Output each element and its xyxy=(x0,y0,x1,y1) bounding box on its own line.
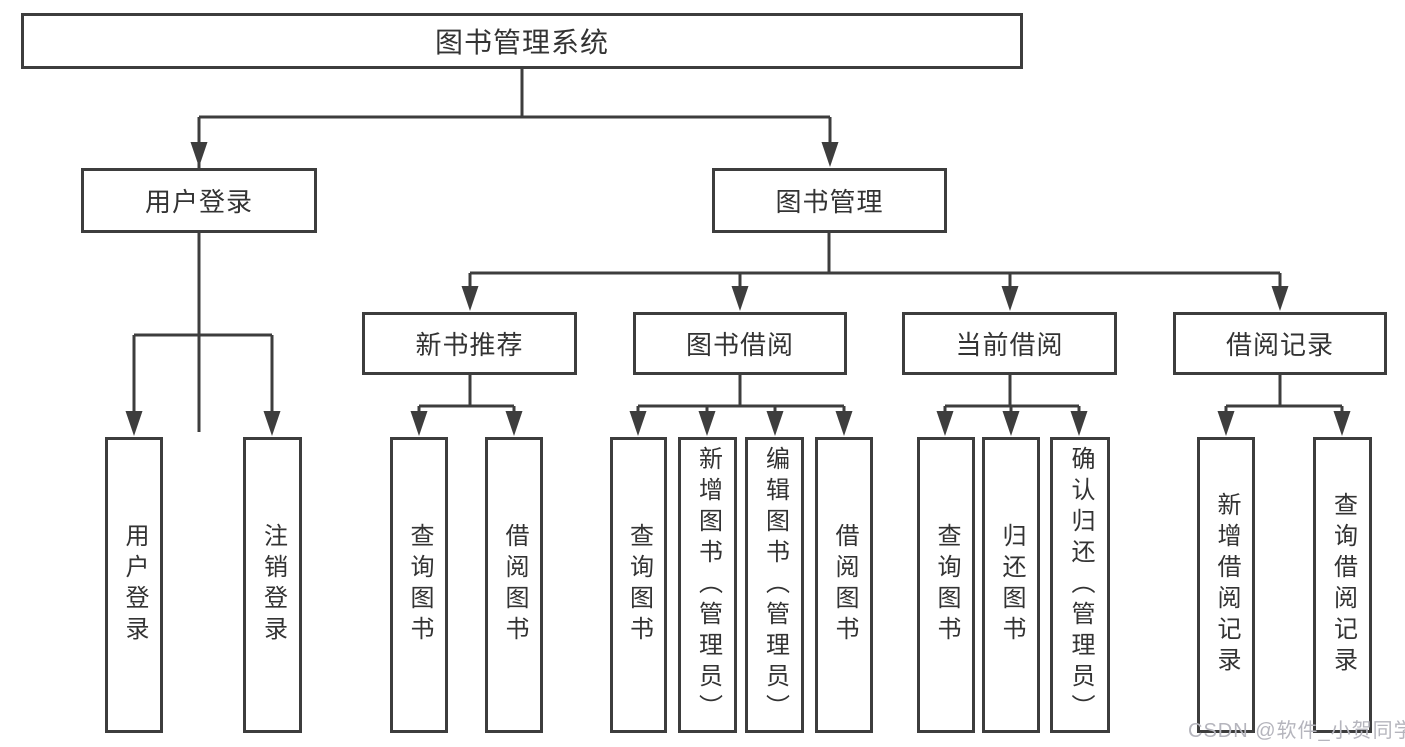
connector-root-to-level2 xyxy=(190,69,839,432)
leaf-newbooks-query-books: 查询图书 xyxy=(390,437,448,733)
connector-bookborrow-to-leaves xyxy=(629,375,853,436)
connector-currentborrow-to-leaves xyxy=(936,375,1088,436)
connector-borrowrecords-to-leaves xyxy=(1217,375,1351,436)
node-library-management-system: 图书管理系统 xyxy=(21,13,1023,69)
csdn-watermark: CSDN @软件_小贺同学 xyxy=(1188,720,1405,742)
node-label: 图书管理 xyxy=(775,187,884,217)
node-label: 查询图书 xyxy=(406,523,433,647)
leaf-current-confirm-return-admin: 确认归还（管理员） xyxy=(1050,437,1110,733)
connector-bookmgmt-to-level3 xyxy=(461,233,1289,311)
node-label: 查询图书 xyxy=(625,523,653,647)
node-label: 用户登录 xyxy=(144,187,253,217)
leaf-records-add-record: 新增借阅记录 xyxy=(1197,437,1255,733)
node-book-management: 图书管理 xyxy=(712,168,947,233)
leaf-current-query-books: 查询图书 xyxy=(917,437,975,733)
node-label: 新增图书（管理员） xyxy=(694,445,722,725)
node-current-borrowing: 当前借阅 xyxy=(902,312,1117,375)
node-label: 借阅记录 xyxy=(1225,330,1334,360)
leaf-borrowing-borrow-books: 借阅图书 xyxy=(815,437,873,733)
leaf-user-login: 用户登录 xyxy=(105,437,163,733)
leaf-borrowing-edit-books-admin: 编辑图书（管理员） xyxy=(745,437,804,733)
leaf-current-return-books: 归还图书 xyxy=(982,437,1040,733)
node-label: 用户登录 xyxy=(121,523,148,647)
node-book-borrowing: 图书借阅 xyxy=(633,312,847,375)
leaf-borrowing-query-books: 查询图书 xyxy=(610,437,667,733)
node-user-login: 用户登录 xyxy=(81,168,317,233)
node-label: 图书管理系统 xyxy=(434,27,609,58)
leaf-records-query-record: 查询借阅记录 xyxy=(1313,437,1372,733)
leaf-newbooks-borrow-books: 借阅图书 xyxy=(485,437,543,733)
node-borrowing-records: 借阅记录 xyxy=(1173,312,1387,375)
leaf-logout: 注销登录 xyxy=(243,437,302,733)
node-label: 编辑图书（管理员） xyxy=(761,445,789,725)
node-label: 注销登录 xyxy=(259,523,287,647)
node-label: 查询图书 xyxy=(933,523,960,647)
node-label: 新增借阅记录 xyxy=(1213,492,1240,678)
node-label: 确认归还（管理员） xyxy=(1067,445,1094,725)
node-label: 借阅图书 xyxy=(501,523,528,647)
leaf-borrowing-add-books-admin: 新增图书（管理员） xyxy=(678,437,737,733)
node-label: 当前借阅 xyxy=(955,330,1064,360)
node-label: 查询借阅记录 xyxy=(1329,492,1357,678)
node-new-book-recommend: 新书推荐 xyxy=(362,312,577,375)
node-label: 归还图书 xyxy=(998,523,1025,647)
node-label: 借阅图书 xyxy=(831,523,858,647)
node-label: 新书推荐 xyxy=(415,330,524,360)
node-label: 图书借阅 xyxy=(685,330,794,360)
connector-userlogin-to-leaves xyxy=(125,232,281,436)
connector-newbooks-to-leaves xyxy=(410,375,523,436)
